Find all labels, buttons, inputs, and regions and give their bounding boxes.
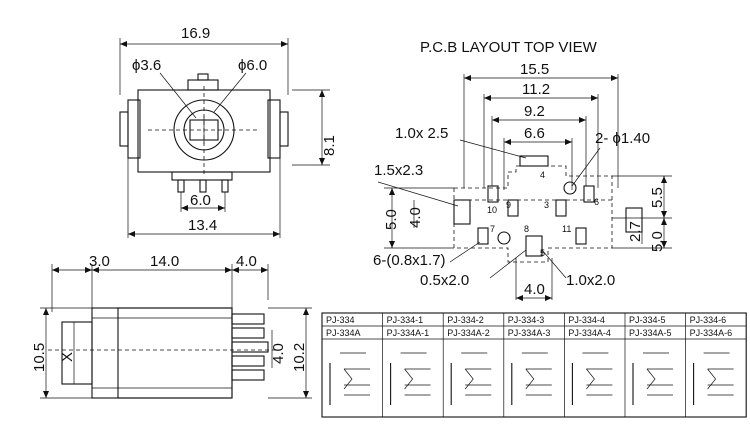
schematic-contact <box>586 368 595 390</box>
table-cell-row2: PJ-334A-6 <box>690 328 733 338</box>
dim-4-0-bottom: 4.0 <box>524 281 545 298</box>
table-cell-row1: PJ-334-5 <box>629 315 666 325</box>
part-number-table: PJ-334PJ-334APJ-334-1PJ-334A-1PJ-334-2PJ… <box>321 312 747 418</box>
dim-11-2: 11.2 <box>522 81 550 98</box>
dim-4-0-left: 4.0 <box>407 207 424 228</box>
pin-10: 10 <box>487 205 497 215</box>
table-cell-row2: PJ-334A-2 <box>447 328 490 338</box>
schematic-contact <box>464 368 474 390</box>
table-cell-row2: PJ-334A <box>326 328 361 338</box>
pin-11: 11 <box>562 224 571 234</box>
dim-9-2: 9.2 <box>524 103 545 120</box>
table-cell-row1: PJ-334-2 <box>447 315 484 325</box>
dim-13-4: 13.4 <box>188 217 217 234</box>
dim-8-1: 8.1 <box>321 135 338 156</box>
dim-hole-3-6: ϕ3.6 <box>132 57 161 74</box>
table-cell-row1: PJ-334-3 <box>508 315 545 325</box>
table-cell-row2: PJ-334A-4 <box>568 328 611 338</box>
dim-6-0: 6.0 <box>190 192 211 209</box>
table-cell-row2: PJ-334A-5 <box>629 328 672 338</box>
front-view: 16.9 ϕ3.6 ϕ6.0 8.1 <box>119 25 338 238</box>
label-pad-1x2-5: 1.0x 2.5 <box>395 125 448 142</box>
table-cell-row2: PJ-334A-3 <box>508 328 551 338</box>
pcb-title: P.C.B LAYOUT TOP VIEW <box>420 39 598 56</box>
dim-10-5: 10.5 <box>31 343 48 372</box>
label-pad-0-8x1-7: 6-(0.8x1.7) <box>373 252 446 269</box>
dim-5-0-left: 5.0 <box>383 209 400 230</box>
dim-5-0-right: 5.0 <box>649 231 666 252</box>
dim-3-0: 3.0 <box>89 253 110 270</box>
dim-4-0: 4.0 <box>236 253 257 270</box>
dim-2-7: 2.7 <box>627 221 644 242</box>
pin-9: 9 <box>506 200 511 210</box>
dim-6-6: 6.6 <box>524 125 545 142</box>
dim-16-9: 16.9 <box>181 25 210 42</box>
pcb-layout: P.C.B LAYOUT TOP VIEW 15.5 11.2 9.2 6.6 … <box>373 39 672 301</box>
table-cell-row1: PJ-334-1 <box>387 315 424 325</box>
dim-5-5: 5.5 <box>649 187 666 208</box>
table-cell-row1: PJ-334-4 <box>568 315 605 325</box>
schematic-contact <box>646 368 656 390</box>
table-cell-row2: PJ-334A-1 <box>387 328 430 338</box>
schematic-contact <box>404 368 414 390</box>
pin-4: 4 <box>540 170 545 180</box>
label-pad-0-5x2-0: 0.5x2.0 <box>420 272 469 289</box>
dim-x: X <box>59 352 76 362</box>
dim-15-5: 15.5 <box>520 61 549 78</box>
table-cell-row1: PJ-334-6 <box>690 315 727 325</box>
label-pad-1-0x2-0: 1.0x2.0 <box>566 272 615 289</box>
side-view: 3.0 14.0 4.0 10.5 X 4.0 10.2 <box>31 253 312 399</box>
dim-14-0: 14.0 <box>150 253 179 270</box>
dim-10-2: 10.2 <box>291 343 308 372</box>
pin-7: 7 <box>490 224 495 234</box>
schematic-contact <box>707 368 717 390</box>
label-hole-1-40: 2- ϕ1.40 <box>595 130 650 147</box>
schematic-contact <box>525 368 535 390</box>
schematic-contact <box>343 368 353 390</box>
dim-4-0-pin: 4.0 <box>270 343 287 364</box>
label-pad-1-5x2-3: 1.5x2.3 <box>374 162 423 179</box>
table-cell-row1: PJ-334 <box>326 315 355 325</box>
pin-3: 3 <box>544 200 549 210</box>
pin-8: 8 <box>524 224 529 234</box>
pin-6: 6 <box>594 197 599 207</box>
dim-hole-6-0: ϕ6.0 <box>238 57 267 74</box>
pin-5: 5 <box>540 248 545 258</box>
